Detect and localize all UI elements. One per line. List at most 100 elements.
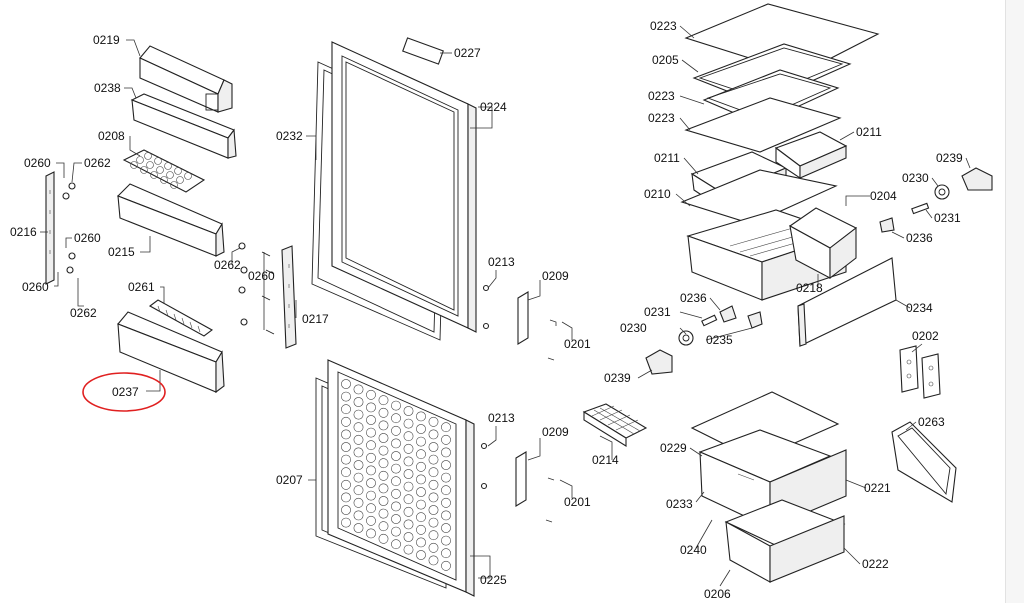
door-dimple [341, 467, 351, 478]
label-0219: 0219 [93, 33, 120, 47]
door-dimple [391, 438, 401, 449]
label-0213-a: 0213 [488, 255, 515, 269]
label-0215: 0215 [108, 245, 135, 259]
door-dimple [428, 454, 439, 465]
door-dimple [378, 407, 389, 418]
door-dimple [441, 485, 451, 496]
door-dimple [391, 451, 401, 461]
door-dimple [403, 431, 414, 442]
label-0209-b: 0209 [542, 425, 569, 439]
part-glass-shelf-crisper [680, 169, 838, 225]
door-dimple [416, 411, 426, 422]
door-dimple [416, 524, 426, 535]
door-dimple [366, 478, 376, 488]
label-0240: 0240 [680, 543, 707, 557]
part-dairy-drawer-right [774, 131, 848, 180]
door-dimple [441, 460, 451, 470]
label-0201-a: 0201 [564, 337, 591, 351]
label-0263: 0263 [918, 415, 945, 429]
door-dimple [441, 560, 451, 571]
door-dimple [403, 494, 414, 505]
door-dimple [441, 422, 451, 433]
label-0216: 0216 [10, 225, 37, 239]
label-0260-a: 0260 [24, 156, 51, 170]
door-dimple [378, 496, 389, 506]
label-0261: 0261 [128, 280, 155, 294]
door-dimple [403, 519, 414, 530]
door-dimple [366, 528, 376, 539]
part-freezer-drawer-lower [724, 499, 846, 583]
label-0237: 0237 [112, 385, 139, 399]
label-0262-c: 0262 [214, 258, 241, 272]
part-ice-cube-tray [582, 403, 648, 447]
door-dimple [391, 476, 401, 487]
door-dimple [403, 443, 414, 454]
door-dimple [428, 467, 439, 478]
door-dimple [428, 479, 439, 490]
label-0232: 0232 [276, 129, 303, 143]
part-lower-door [327, 359, 475, 597]
part-lower-handle [480, 442, 555, 523]
label-0233: 0233 [666, 497, 693, 511]
door-dimple [341, 416, 351, 427]
window-edge [1005, 0, 1024, 603]
door-dimple [341, 492, 351, 503]
door-dimple [341, 442, 351, 452]
door-dimple [366, 415, 376, 425]
label-0260-d: 0260 [248, 269, 275, 283]
door-dimple [366, 465, 376, 476]
label-0227: 0227 [454, 46, 481, 60]
label-0223-a: 0223 [650, 19, 677, 33]
label-0224: 0224 [480, 100, 507, 114]
part-door-shelf-small [130, 93, 237, 159]
part-hinge-plates [899, 345, 941, 399]
label-0201-b: 0201 [564, 495, 591, 509]
door-dimple [428, 416, 439, 427]
part-glass-shelf-mid [684, 97, 842, 153]
door-dimple [353, 510, 364, 521]
door-dimple [441, 472, 451, 483]
door-dimple [378, 533, 389, 544]
part-small-bin [788, 207, 858, 280]
label-0213-b: 0213 [488, 411, 515, 425]
part-door-shelf-large [117, 311, 225, 394]
part-butter-compartment [139, 45, 233, 113]
door-dimple [353, 447, 364, 458]
door-dimple [378, 521, 389, 532]
door-dimple [391, 526, 401, 537]
door-dimple [416, 461, 426, 472]
door-dimple [341, 505, 351, 515]
door-dimple [378, 483, 389, 494]
door-dimple [341, 479, 351, 490]
door-dimple [403, 544, 414, 555]
label-0207: 0207 [276, 473, 303, 487]
door-dimple [441, 447, 451, 458]
door-dimple [391, 539, 401, 550]
door-dimple [416, 537, 426, 548]
door-dimple [441, 510, 451, 521]
door-dimple [428, 555, 439, 566]
label-0221: 0221 [864, 481, 891, 495]
door-dimple [416, 512, 426, 523]
label-0262-b: 0262 [70, 306, 97, 320]
door-dimple [403, 532, 414, 542]
label-0238: 0238 [94, 81, 121, 95]
highlight-circle [82, 372, 166, 412]
label-0208: 0208 [98, 129, 125, 143]
door-dimple [428, 505, 439, 515]
label-0260-c: 0260 [22, 280, 49, 294]
door-dimple [403, 418, 414, 429]
door-dimple [341, 517, 351, 528]
door-dimple [366, 515, 376, 526]
label-0225: 0225 [480, 573, 507, 587]
part-crisper-cover-front [797, 257, 897, 347]
door-dimple [428, 517, 439, 528]
label-0234: 0234 [906, 301, 933, 315]
door-dimple [353, 409, 364, 420]
door-dimple [391, 400, 401, 411]
label-0223-c: 0223 [648, 111, 675, 125]
label-0236-b: 0236 [680, 291, 707, 305]
door-dimple [416, 424, 426, 434]
label-0211-b: 0211 [654, 151, 680, 165]
door-dimple [441, 434, 451, 445]
